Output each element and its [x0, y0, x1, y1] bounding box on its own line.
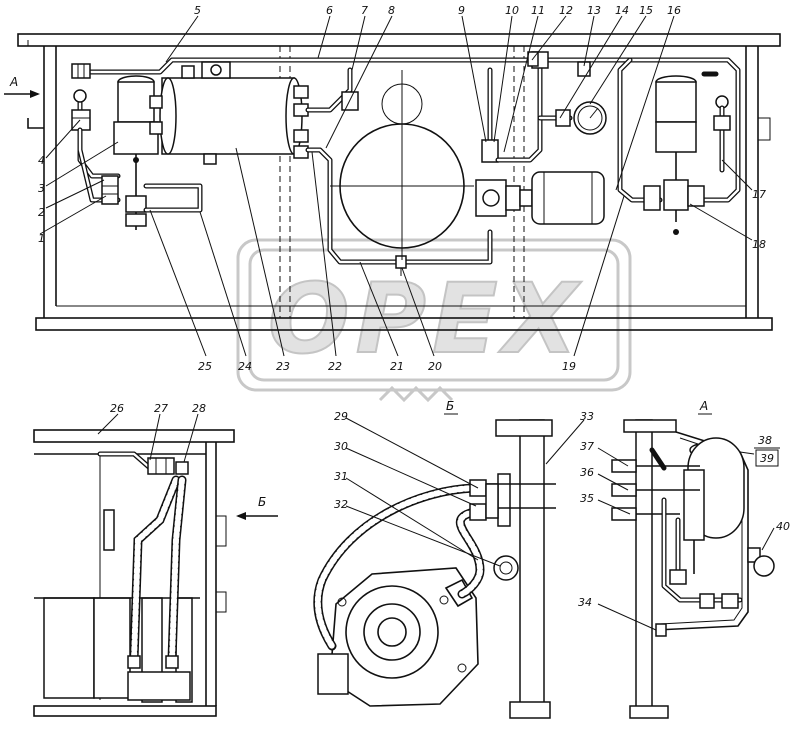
callouts-views: 26 27 28 29 30 31 32 33 34 35 36 37 40: [110, 402, 790, 609]
main-view: [17, 33, 781, 331]
callout-22: 22: [328, 360, 342, 373]
callout-24: 24: [238, 360, 252, 373]
leader-lines: [39, 15, 775, 631]
view-a-title: А: [699, 399, 708, 413]
callout-3: 3: [38, 182, 45, 195]
callout-34: 34: [578, 596, 592, 609]
callout-37: 37: [580, 440, 594, 453]
callout-10: 10: [505, 4, 519, 17]
view-b-title: Б: [446, 399, 454, 413]
callout-20: 20: [428, 360, 442, 373]
callout-15: 15: [639, 4, 653, 17]
callout-36: 36: [580, 466, 594, 479]
callout-7: 7: [361, 4, 368, 17]
callout-21: 21: [390, 360, 404, 373]
callouts-main: 1 2 3 4 5 6 7 8 9 10 11 12 13 14 15 16 1…: [38, 4, 766, 373]
callout-40: 40: [776, 520, 790, 533]
callout-27: 27: [154, 402, 168, 415]
callout-31: 31: [334, 470, 348, 483]
callout-5: 5: [194, 4, 201, 17]
callout-18: 18: [752, 238, 766, 251]
callout-26: 26: [110, 402, 124, 415]
callout-4: 4: [38, 154, 45, 167]
callout-38-39: 38 39: [754, 434, 780, 467]
svg-text:A: A: [9, 75, 18, 89]
view-b-detail: Б: [313, 399, 556, 719]
callout-9: 9: [458, 4, 465, 17]
svg-text:Б: Б: [258, 495, 266, 509]
callout-30: 30: [334, 440, 348, 453]
callout-6: 6: [326, 4, 333, 17]
callout-25: 25: [198, 360, 212, 373]
watermark: OPEX: [236, 238, 632, 403]
callout-2: 2: [38, 206, 45, 219]
callout-8: 8: [388, 4, 395, 17]
view-arrow-a: A: [4, 75, 40, 98]
callout-11: 11: [531, 4, 545, 17]
callout-17: 17: [752, 188, 766, 201]
callout-1: 1: [38, 232, 45, 245]
callout-12: 12: [559, 4, 573, 17]
callout-28: 28: [192, 402, 206, 415]
callout-29: 29: [334, 410, 348, 423]
callout-38: 38: [758, 434, 772, 447]
callout-13: 13: [587, 4, 601, 17]
callout-14: 14: [615, 4, 629, 17]
callout-23: 23: [276, 360, 290, 373]
watermark-text: OPEX: [268, 263, 584, 375]
callout-19: 19: [562, 360, 576, 373]
callout-32: 32: [334, 498, 348, 511]
view-a-detail: А: [611, 399, 775, 719]
callout-35: 35: [580, 492, 594, 505]
callout-16: 16: [667, 4, 681, 17]
callout-33: 33: [580, 410, 594, 423]
view-b: Б: [33, 429, 278, 717]
callout-39: 39: [760, 452, 774, 465]
